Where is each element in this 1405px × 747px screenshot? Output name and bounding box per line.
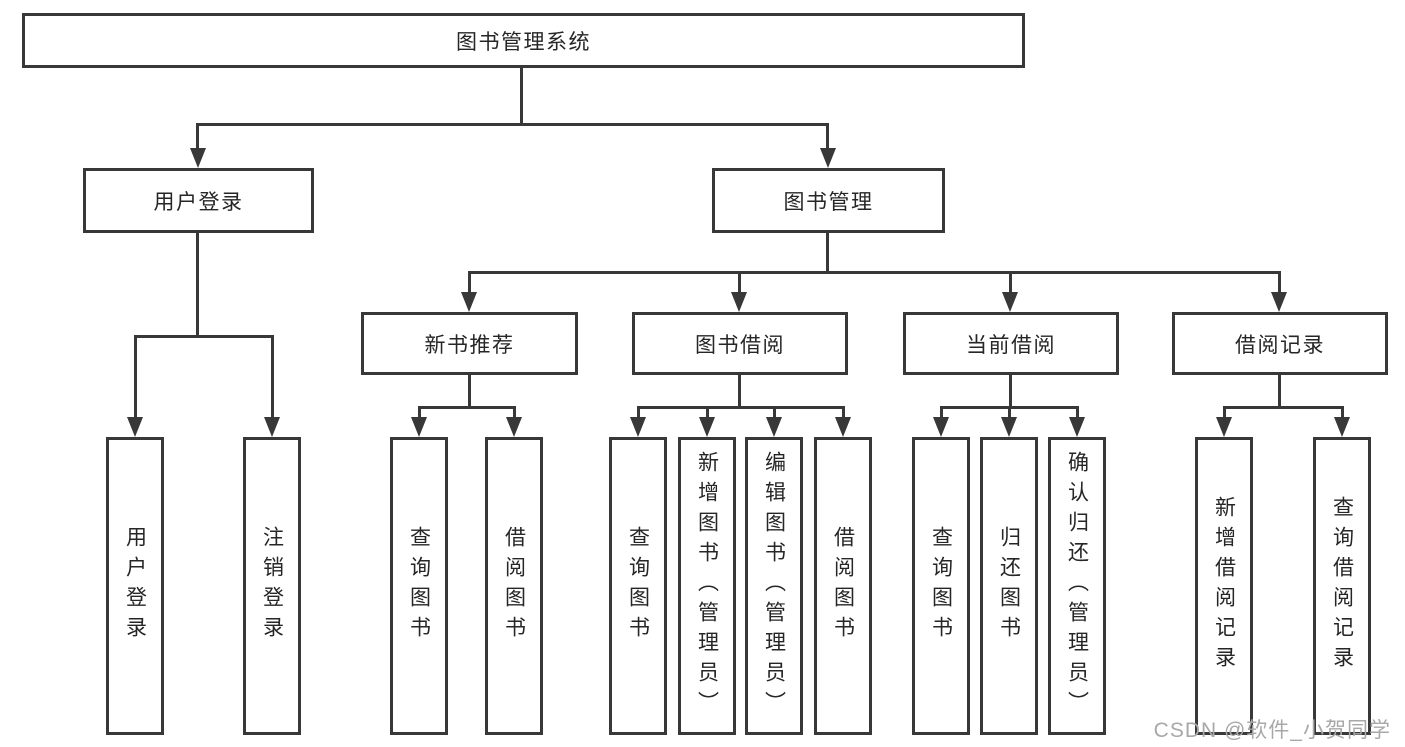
arrow-down-icon	[1069, 417, 1085, 437]
connector-line	[468, 271, 1281, 274]
connector-line	[468, 271, 471, 295]
leaf-records-query-record: 查询借阅记录	[1313, 437, 1371, 735]
node-label: 图书管理	[783, 190, 874, 214]
node-book-borrowing: 图书借阅	[632, 312, 848, 375]
arrow-down-icon	[1271, 292, 1287, 312]
node-label: 当前借阅	[966, 333, 1056, 357]
node-label: 图书借阅	[695, 333, 785, 357]
arrow-down-icon	[933, 417, 949, 437]
node-new-book-recommend: 新书推荐	[361, 312, 578, 375]
connector-line	[513, 406, 516, 419]
connector-line	[1009, 271, 1012, 295]
connector-line	[637, 406, 640, 419]
node-label: 新书推荐	[424, 333, 515, 357]
connector-line	[196, 123, 829, 126]
node-borrow-records: 借阅记录	[1172, 312, 1388, 375]
connector-line	[1223, 406, 1226, 419]
arrow-down-icon	[461, 292, 477, 312]
connector-line	[134, 335, 274, 338]
connector-line	[418, 406, 516, 409]
arrow-down-icon	[190, 148, 206, 168]
connector-line	[271, 335, 274, 419]
connector-line	[196, 123, 199, 151]
arrow-down-icon	[835, 417, 851, 437]
leaf-label: 借阅图书	[831, 526, 855, 646]
connector-line	[1076, 406, 1079, 419]
connector-line	[1278, 271, 1281, 295]
arrow-down-icon	[506, 417, 522, 437]
leaf-label: 查询图书	[929, 526, 953, 646]
leaf-borrow-add-books-admin: 新增图书（管理员）	[678, 437, 736, 735]
node-label: 借阅记录	[1235, 333, 1325, 357]
leaf-label: 新增借阅记录	[1212, 496, 1236, 676]
connector-line	[826, 123, 829, 151]
node-user-login: 用户登录	[83, 168, 314, 233]
arrow-down-icon	[699, 417, 715, 437]
leaf-borrow-edit-books-admin: 编辑图书（管理员）	[745, 437, 803, 735]
connector-line	[1223, 406, 1344, 409]
leaf-user-login: 用户登录	[106, 437, 164, 735]
leaf-current-return-books: 归还图书	[980, 437, 1038, 735]
leaf-label: 归还图书	[997, 526, 1021, 646]
arrow-down-icon	[731, 292, 747, 312]
leaf-recommend-borrow-books: 借阅图书	[485, 437, 543, 735]
connector-line	[1341, 406, 1344, 419]
arrow-down-icon	[820, 148, 836, 168]
arrow-down-icon	[264, 417, 280, 437]
connector-line	[1008, 406, 1011, 419]
node-current-borrowing: 当前借阅	[903, 312, 1119, 375]
arrow-down-icon	[1334, 417, 1350, 437]
connector-line	[637, 406, 845, 409]
connector-line	[418, 406, 421, 419]
leaf-label: 编辑图书（管理员）	[762, 451, 786, 721]
arrow-down-icon	[630, 417, 646, 437]
node-label: 图书管理系统	[456, 30, 591, 54]
leaf-borrow-query-books: 查询图书	[609, 437, 667, 735]
leaf-label: 新增图书（管理员）	[695, 451, 719, 721]
leaf-label: 借阅图书	[502, 526, 526, 646]
leaf-borrow-borrow-books: 借阅图书	[814, 437, 872, 735]
leaf-label: 用户登录	[123, 526, 147, 646]
connector-line	[706, 406, 709, 419]
arrow-down-icon	[1216, 417, 1232, 437]
leaf-label: 注销登录	[260, 526, 284, 646]
leaf-label: 查询借阅记录	[1330, 496, 1354, 676]
arrow-down-icon	[127, 417, 143, 437]
leaf-current-confirm-return-admin: 确认归还（管理员）	[1048, 437, 1106, 735]
leaf-logout: 注销登录	[243, 437, 301, 735]
connector-line	[738, 373, 741, 409]
leaf-label: 确认归还（管理员）	[1065, 451, 1089, 721]
node-root-library-system: 图书管理系统	[22, 13, 1025, 68]
connector-line	[773, 406, 776, 419]
leaf-recommend-query-books: 查询图书	[390, 437, 448, 735]
arrow-down-icon	[411, 417, 427, 437]
leaf-label: 查询图书	[626, 526, 650, 646]
node-label: 用户登录	[153, 190, 244, 214]
watermark: CSDN @软件_小贺同学	[1153, 719, 1391, 742]
leaf-records-add-record: 新增借阅记录	[1195, 437, 1253, 735]
connector-line	[1278, 373, 1281, 409]
node-book-management: 图书管理	[712, 168, 945, 233]
leaf-current-query-books: 查询图书	[912, 437, 970, 735]
arrow-down-icon	[1002, 292, 1018, 312]
arrow-down-icon	[766, 417, 782, 437]
connector-line	[738, 271, 741, 295]
connector-line	[1009, 373, 1012, 409]
leaf-label: 查询图书	[407, 526, 431, 646]
connector-line	[520, 66, 523, 125]
connector-line	[842, 406, 845, 419]
connector-line	[468, 373, 471, 409]
connector-line	[196, 231, 199, 338]
connector-line	[940, 406, 943, 419]
connector-line	[826, 231, 829, 274]
connector-line	[134, 335, 137, 419]
arrow-down-icon	[1001, 417, 1017, 437]
